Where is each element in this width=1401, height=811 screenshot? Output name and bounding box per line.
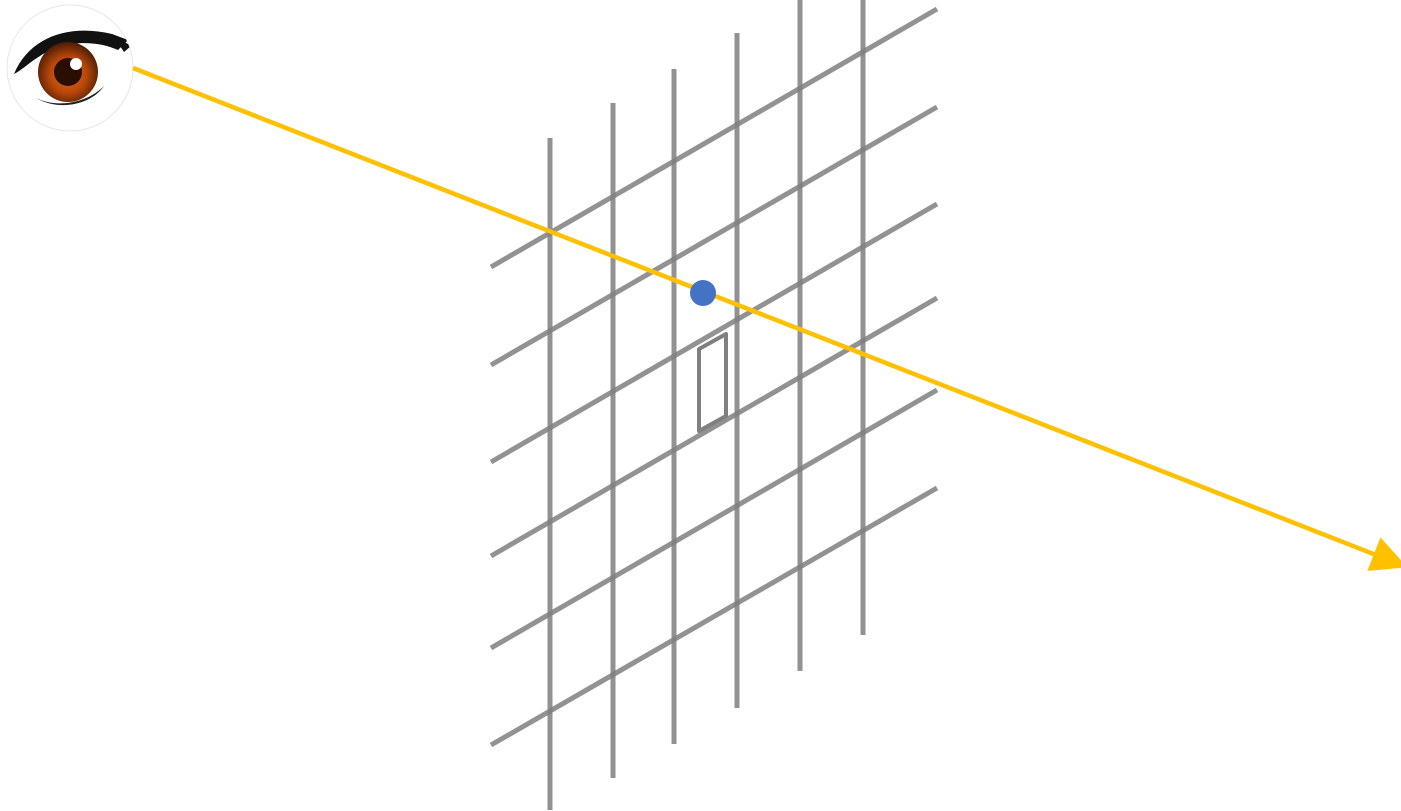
ray-intersection-point bbox=[690, 280, 716, 306]
image-plane-grid bbox=[489, 0, 939, 810]
grid-horizontal-line bbox=[489, 485, 939, 748]
grid-horizontal-line bbox=[489, 387, 939, 651]
highlighted-pixel bbox=[697, 332, 728, 433]
grid-horizontal-line bbox=[489, 201, 939, 465]
grid-horizontal-line bbox=[489, 6, 939, 270]
grid-horizontal-line bbox=[489, 104, 939, 368]
view-ray bbox=[132, 65, 1401, 571]
eye-icon bbox=[6, 4, 134, 132]
grid-horizontal-line bbox=[489, 295, 939, 559]
